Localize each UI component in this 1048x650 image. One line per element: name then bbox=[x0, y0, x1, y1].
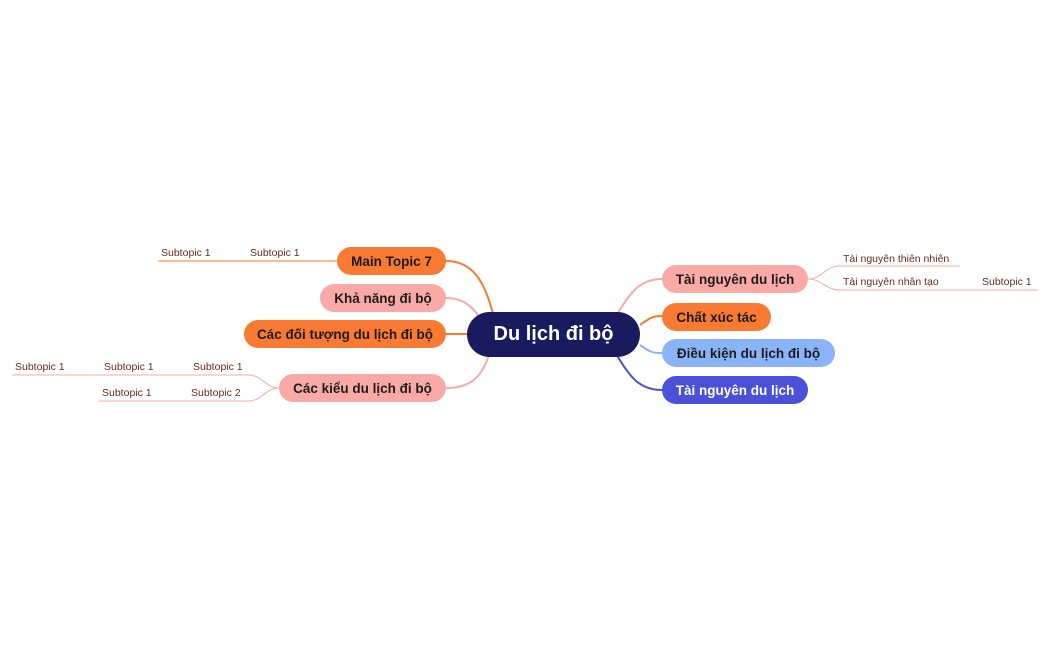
subtopic-cac-kieu-2-child[interactable]: Subtopic 1 bbox=[102, 387, 152, 399]
connector-kha-nang bbox=[445, 297, 481, 319]
subtopic-cac-kieu-1-grandchild[interactable]: Subtopic 1 bbox=[15, 361, 65, 373]
subtopic-cac-kieu-2[interactable]: Subtopic 2 bbox=[191, 387, 241, 399]
topic-main-topic-7[interactable]: Main Topic 7 bbox=[337, 247, 446, 275]
topic-chat-xuc-tac[interactable]: Chất xúc tác bbox=[662, 303, 771, 331]
topic-kha-nang-di-bo[interactable]: Khả năng đi bộ bbox=[320, 284, 446, 312]
subtopic-cac-kieu-1-child[interactable]: Subtopic 1 bbox=[104, 361, 154, 373]
subtopic-main-topic-7-child[interactable]: Subtopic 1 bbox=[161, 247, 211, 259]
subtopic-nhan-tao-child[interactable]: Subtopic 1 bbox=[982, 276, 1032, 288]
subtopic-main-topic-7[interactable]: Subtopic 1 bbox=[250, 247, 300, 259]
topic-tai-nguyen-du-lich-2[interactable]: Tài nguyên du lịch bbox=[662, 376, 808, 404]
topic-cac-kieu-du-lich[interactable]: Các kiểu du lịch đi bộ bbox=[279, 374, 446, 402]
subtopic-cac-kieu-1[interactable]: Subtopic 1 bbox=[193, 361, 243, 373]
connector-tai-nguyen-2 bbox=[614, 351, 663, 391]
topic-dieu-kien-du-lich-di-bo[interactable]: Điều kiện du lịch đi bộ bbox=[662, 339, 835, 367]
subtopic-tai-nguyen-thien-nhien[interactable]: Tài nguyên thiên nhiên bbox=[843, 253, 950, 265]
central-topic[interactable]: Du lịch đi bộ bbox=[467, 312, 640, 357]
topic-cac-doi-tuong[interactable]: Các đối tượng du lịch đi bộ bbox=[244, 320, 446, 348]
connector-main-topic-7 bbox=[445, 260, 495, 319]
connector-cac-kieu bbox=[445, 351, 491, 389]
subtopic-tai-nguyen-nhan-tao[interactable]: Tài nguyên nhân tạo bbox=[843, 276, 939, 288]
topic-tai-nguyen-du-lich-1[interactable]: Tài nguyên du lịch bbox=[662, 265, 808, 293]
connector-tai-nguyen-1 bbox=[614, 278, 663, 319]
connector-chat-xuc-tac bbox=[639, 315, 663, 326]
connector-dieu-kien bbox=[639, 344, 663, 354]
